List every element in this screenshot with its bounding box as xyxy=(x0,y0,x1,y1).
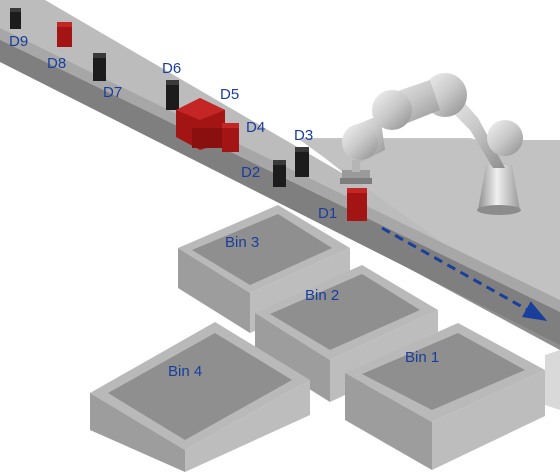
item-d8 xyxy=(57,22,72,47)
label-bin4: Bin 4 xyxy=(168,363,202,380)
item-d4 xyxy=(222,123,239,152)
label-d4: D4 xyxy=(246,119,265,136)
item-d3 xyxy=(295,147,309,177)
label-d8: D8 xyxy=(47,55,66,72)
label-bin3: Bin 3 xyxy=(225,234,259,251)
bin-1 xyxy=(345,323,545,470)
item-d1 xyxy=(347,188,367,221)
item-d6 xyxy=(166,80,179,110)
robot-arm xyxy=(340,73,523,215)
direction-arrow xyxy=(381,226,548,321)
item-d5 xyxy=(176,98,225,150)
label-d7: D7 xyxy=(103,84,122,101)
label-d2: D2 xyxy=(241,164,260,181)
label-d1: D1 xyxy=(318,205,337,222)
item-d9 xyxy=(10,8,21,29)
label-d9: D9 xyxy=(9,33,28,50)
conveyor xyxy=(0,0,560,410)
label-d6: D6 xyxy=(162,60,181,77)
bin-4 xyxy=(90,322,310,472)
label-d5: D5 xyxy=(220,86,239,103)
label-bin2: Bin 2 xyxy=(305,287,339,304)
item-d7 xyxy=(93,53,106,81)
item-d2 xyxy=(273,160,286,187)
label-d3: D3 xyxy=(294,127,313,144)
label-bin1: Bin 1 xyxy=(405,349,439,366)
